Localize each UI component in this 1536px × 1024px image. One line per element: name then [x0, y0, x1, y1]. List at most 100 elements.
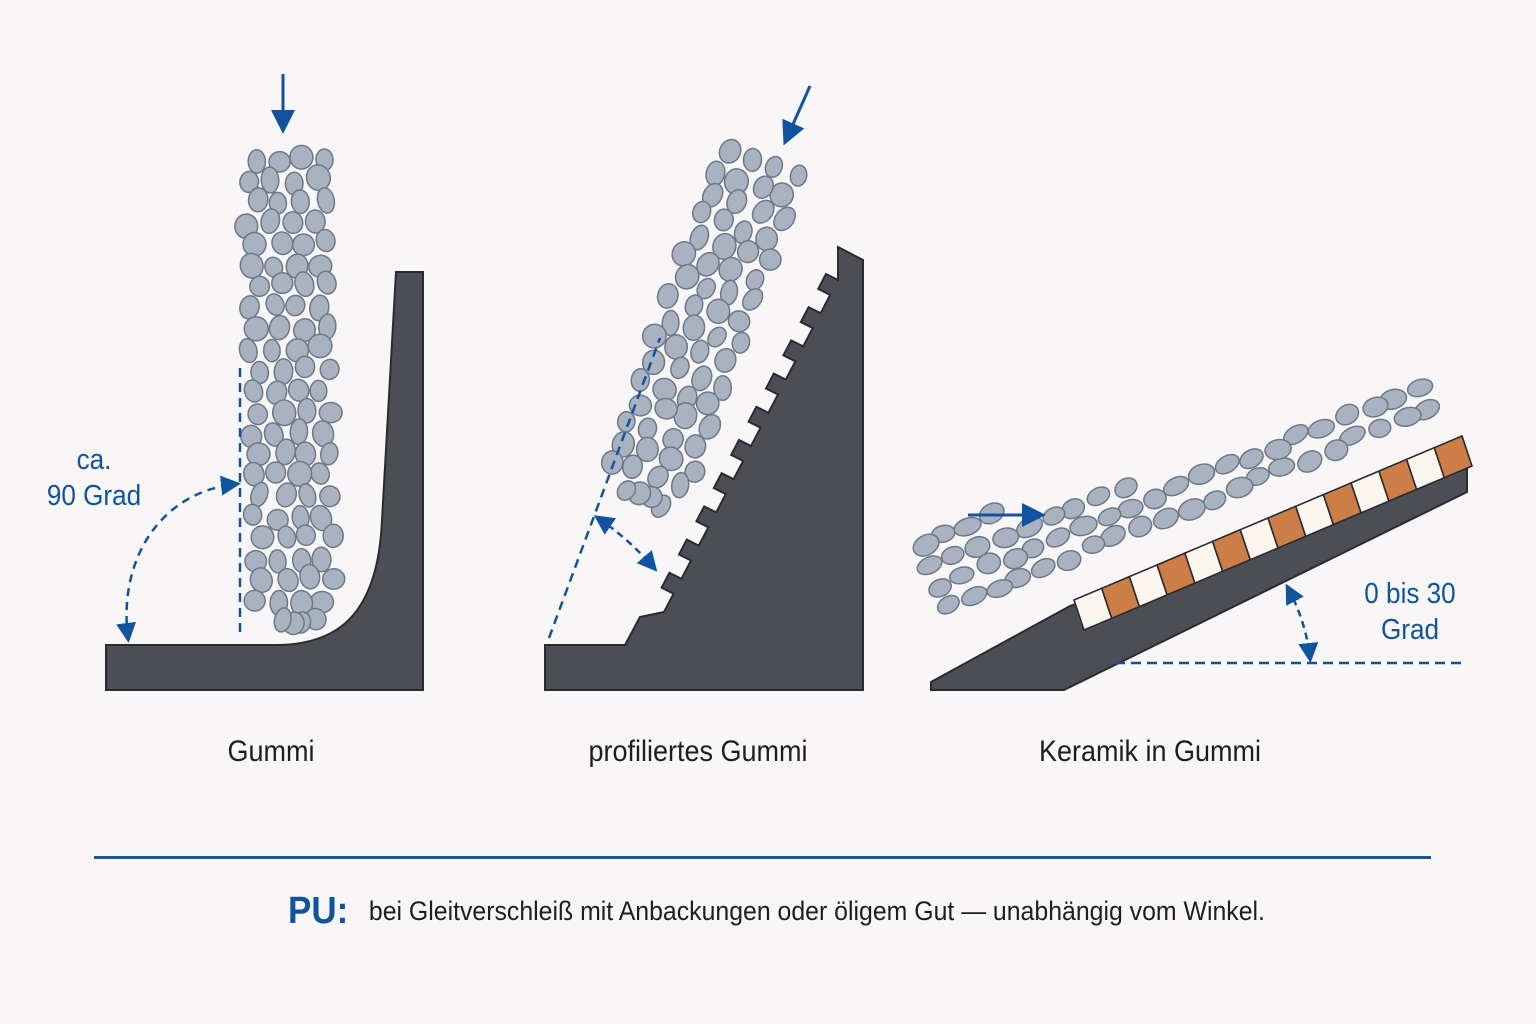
particle	[936, 594, 960, 615]
particle	[718, 256, 743, 282]
particle	[670, 471, 690, 499]
footer-prefix: PU:	[288, 890, 349, 932]
particle	[1152, 507, 1180, 530]
particle	[1086, 486, 1111, 507]
particle	[1324, 439, 1349, 462]
particle	[239, 295, 260, 320]
particle	[247, 149, 267, 174]
particle	[661, 309, 680, 337]
particle	[265, 461, 287, 484]
particle	[1114, 477, 1138, 499]
particle	[289, 144, 314, 170]
divider	[94, 856, 1431, 859]
angle-label-line: ca.	[76, 444, 112, 476]
particle	[953, 516, 982, 537]
particle	[266, 508, 289, 532]
particle	[271, 231, 294, 256]
particle	[271, 399, 297, 427]
particle	[949, 566, 975, 585]
particle	[733, 220, 753, 245]
particle	[1214, 453, 1240, 475]
particle	[262, 338, 281, 363]
particle	[696, 251, 720, 277]
angle-label-keramik: 0 bis 30 Grad	[1356, 576, 1464, 648]
angle-arrow	[1285, 583, 1319, 663]
particle	[282, 211, 304, 235]
reference-dashed-line	[547, 337, 662, 639]
particle	[691, 365, 713, 392]
particle	[242, 231, 267, 257]
particle	[742, 147, 763, 173]
particle	[298, 483, 317, 508]
ceramic-tiles	[1073, 434, 1473, 632]
bulk-material-stream	[234, 144, 346, 636]
particle	[745, 269, 765, 291]
particle	[1307, 418, 1336, 439]
particle	[751, 199, 775, 224]
footer-text: bei Gleitverschleiß mit Anbackungen oder…	[368, 896, 1265, 926]
particle	[249, 567, 273, 594]
particle	[1264, 438, 1292, 461]
particle	[319, 441, 339, 466]
particle	[243, 316, 270, 342]
particle	[992, 527, 1020, 549]
particle	[682, 314, 706, 342]
particle	[960, 585, 988, 607]
panel-profiliertes-gummi	[544, 85, 864, 691]
particle	[928, 578, 953, 598]
particle	[1128, 515, 1153, 538]
particle	[1406, 378, 1434, 398]
particle	[713, 374, 733, 402]
particle	[266, 380, 288, 405]
particle	[247, 187, 269, 213]
particle	[239, 170, 260, 194]
particle	[1368, 418, 1392, 439]
particle	[1393, 406, 1422, 427]
profiled-rubber-liner	[544, 245, 864, 691]
rubber-liner	[105, 271, 424, 691]
particle	[1081, 535, 1106, 555]
particle	[247, 403, 269, 426]
angle-arrow	[593, 515, 658, 572]
particle	[1187, 463, 1216, 486]
particle	[654, 397, 678, 420]
particle	[641, 323, 667, 349]
angle-arrow	[116, 475, 241, 643]
particle	[726, 189, 748, 215]
angle-label-gummi: ca. 90 Grad	[40, 442, 148, 514]
particle	[731, 331, 751, 354]
flow-arrow	[782, 85, 812, 146]
particle	[260, 166, 280, 194]
particle	[277, 567, 299, 593]
panel-keramik-in-gummi	[912, 378, 1473, 691]
angle-label-line: Grad	[1380, 614, 1440, 646]
particle	[691, 200, 712, 224]
particle	[664, 334, 689, 360]
caption-keramik-in-gummi: Keramik in Gummi	[1038, 735, 1262, 768]
particle	[316, 186, 336, 214]
particle	[304, 209, 326, 234]
particle	[707, 326, 727, 348]
particle	[1002, 547, 1029, 570]
particle	[727, 310, 751, 333]
particle	[316, 270, 337, 295]
particle	[307, 333, 333, 359]
particle	[311, 546, 332, 573]
particle	[285, 294, 306, 317]
particle	[718, 138, 742, 164]
particle	[1225, 476, 1254, 499]
particle	[752, 175, 775, 199]
particle	[630, 367, 651, 393]
particle	[755, 226, 779, 252]
particle	[674, 263, 700, 290]
particle	[714, 347, 737, 373]
particle	[628, 394, 653, 417]
particle	[1056, 550, 1082, 572]
particle	[277, 525, 297, 549]
particle	[773, 206, 797, 232]
particle	[287, 460, 313, 488]
particle	[978, 502, 1005, 525]
particle	[684, 434, 707, 459]
particle	[250, 360, 270, 385]
